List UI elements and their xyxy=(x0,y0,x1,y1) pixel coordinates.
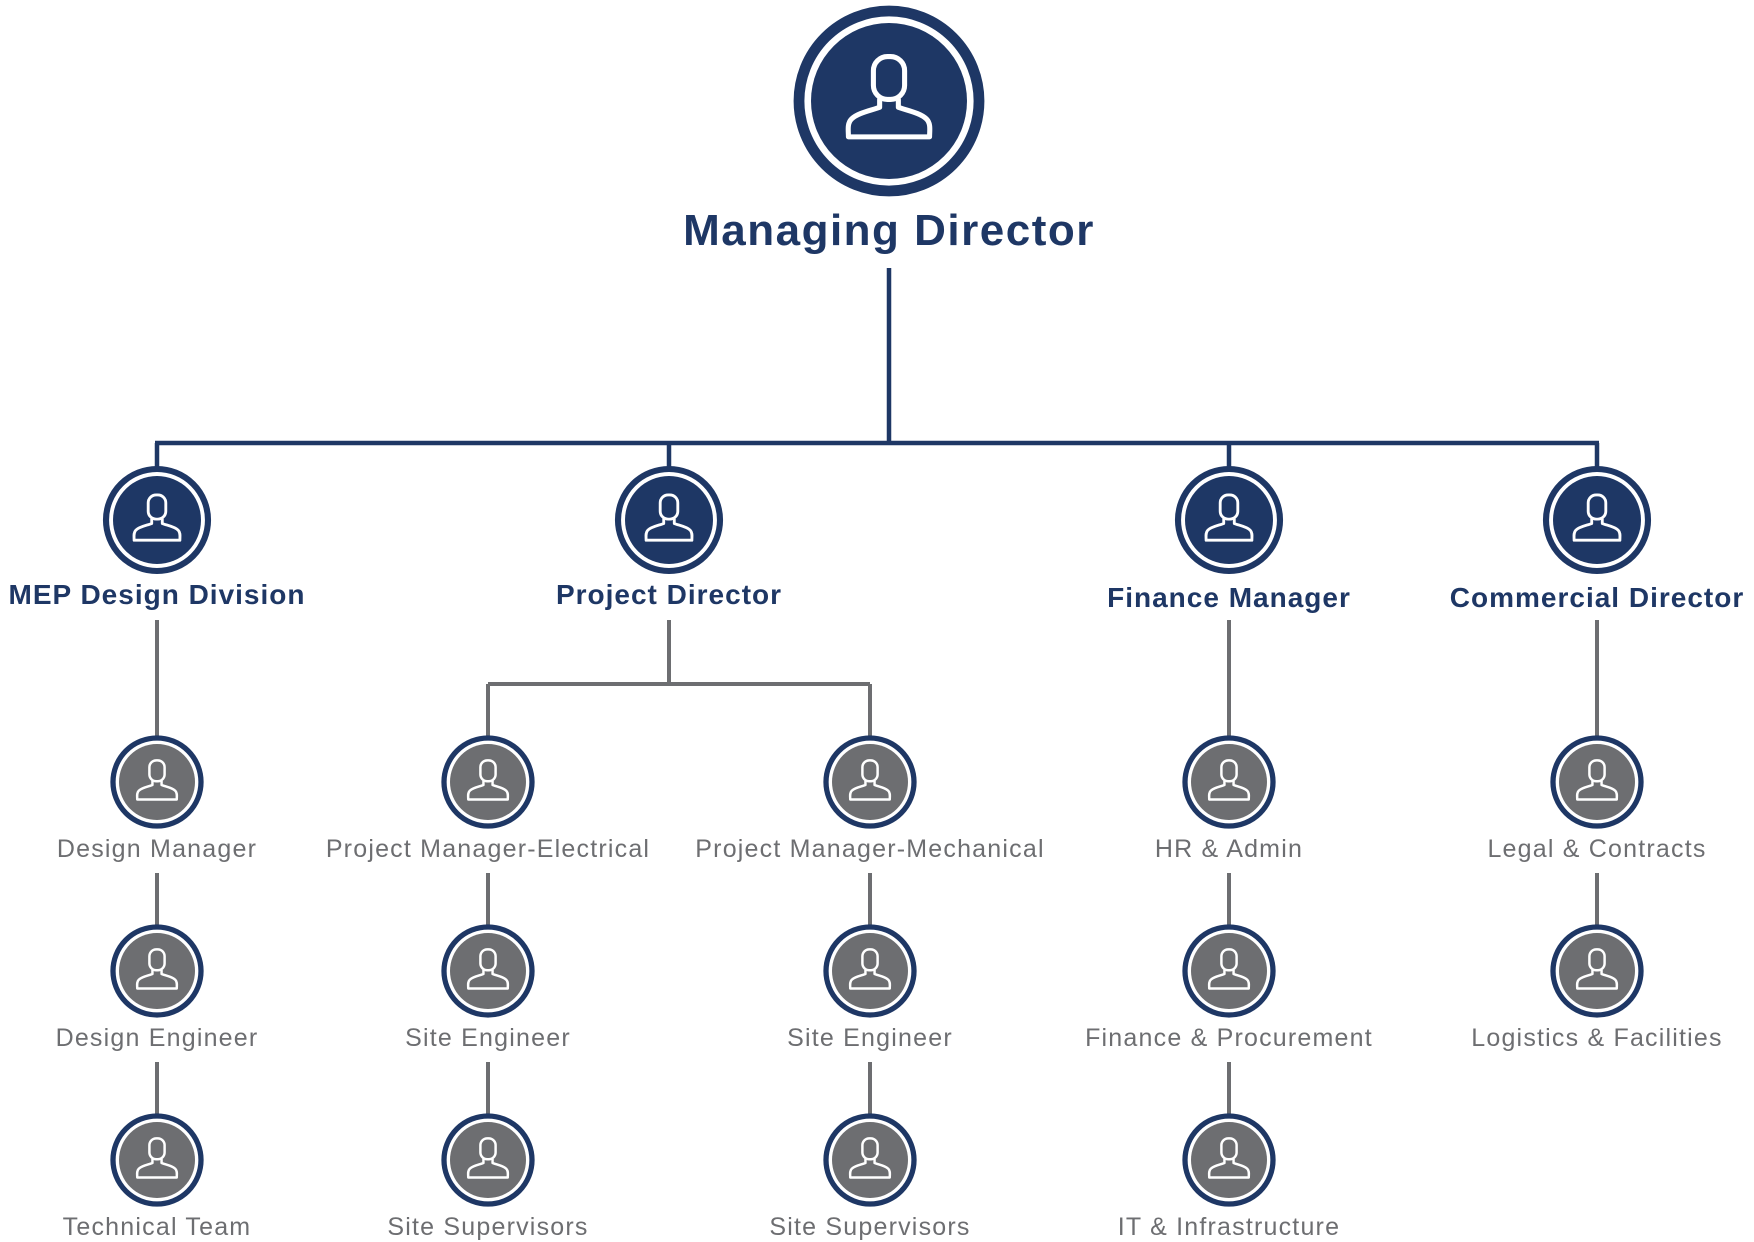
person-icon xyxy=(644,493,694,542)
avatar-legal-and-contracts[interactable] xyxy=(1550,735,1644,829)
role-label-hr-and-admin: HR & Admin xyxy=(1155,835,1303,863)
role-label-project-manager-mechanical: Project Manager-Mechanical xyxy=(695,835,1044,863)
person-icon xyxy=(1207,759,1251,801)
person-icon xyxy=(466,1137,510,1179)
role-label-design-manager: Design Manager xyxy=(57,835,257,863)
avatar-site-supervisors[interactable] xyxy=(441,1113,535,1207)
role-label-legal-and-contracts: Legal & Contracts xyxy=(1487,835,1706,863)
avatar-technical-team[interactable] xyxy=(110,1113,204,1207)
role-label-technical-team: Technical Team xyxy=(63,1213,252,1241)
root-avatar[interactable] xyxy=(793,5,985,197)
department-title-finance-manager: Finance Manager xyxy=(1107,582,1351,613)
department-title-commercial-director: Commercial Director xyxy=(1450,582,1744,613)
avatar-it-and-infrastructure[interactable] xyxy=(1182,1113,1276,1207)
role-label-finance-and-procurement: Finance & Procurement xyxy=(1085,1024,1373,1052)
connector-lines xyxy=(154,268,1600,1118)
avatar-mep-design-division[interactable] xyxy=(102,465,212,575)
person-icon xyxy=(132,493,182,542)
person-icon xyxy=(466,759,510,801)
department-title-mep-design-division: MEP Design Division xyxy=(9,579,306,610)
avatar-project-manager-electrical[interactable] xyxy=(441,735,535,829)
person-icon xyxy=(135,759,179,801)
role-label-site-supervisors: Site Supervisors xyxy=(387,1213,588,1241)
person-icon xyxy=(848,1137,892,1179)
avatar-site-engineer[interactable] xyxy=(823,924,917,1018)
person-icon xyxy=(845,54,933,140)
avatar-project-director[interactable] xyxy=(614,465,724,575)
role-label-design-engineer: Design Engineer xyxy=(56,1024,259,1052)
role-label-project-manager-electrical: Project Manager-Electrical xyxy=(326,835,650,863)
person-icon xyxy=(1572,493,1622,542)
role-label-site-engineer: Site Engineer xyxy=(787,1024,953,1052)
avatar-hr-and-admin[interactable] xyxy=(1182,735,1276,829)
person-icon xyxy=(466,948,510,990)
person-icon xyxy=(135,948,179,990)
role-label-site-engineer: Site Engineer xyxy=(405,1024,571,1052)
avatar-site-engineer[interactable] xyxy=(441,924,535,1018)
root-title: Managing Director xyxy=(683,206,1095,255)
person-icon xyxy=(1204,493,1254,542)
person-icon xyxy=(1575,948,1619,990)
person-icon xyxy=(135,1137,179,1179)
role-label-logistics-and-facilities: Logistics & Facilities xyxy=(1471,1024,1722,1052)
person-icon xyxy=(848,948,892,990)
avatar-site-supervisors[interactable] xyxy=(823,1113,917,1207)
person-icon xyxy=(1207,948,1251,990)
avatar-finance-and-procurement[interactable] xyxy=(1182,924,1276,1018)
role-label-it-and-infrastructure: IT & Infrastructure xyxy=(1118,1213,1340,1241)
person-icon xyxy=(1207,1137,1251,1179)
department-title-project-director: Project Director xyxy=(556,579,782,610)
avatar-design-manager[interactable] xyxy=(110,735,204,829)
avatar-project-manager-mechanical[interactable] xyxy=(823,735,917,829)
person-icon xyxy=(1575,759,1619,801)
avatar-finance-manager[interactable] xyxy=(1174,465,1284,575)
role-label-site-supervisors: Site Supervisors xyxy=(769,1213,970,1241)
person-icon xyxy=(848,759,892,801)
avatar-logistics-and-facilities[interactable] xyxy=(1550,924,1644,1018)
avatar-commercial-director[interactable] xyxy=(1542,465,1652,575)
avatar-design-engineer[interactable] xyxy=(110,924,204,1018)
